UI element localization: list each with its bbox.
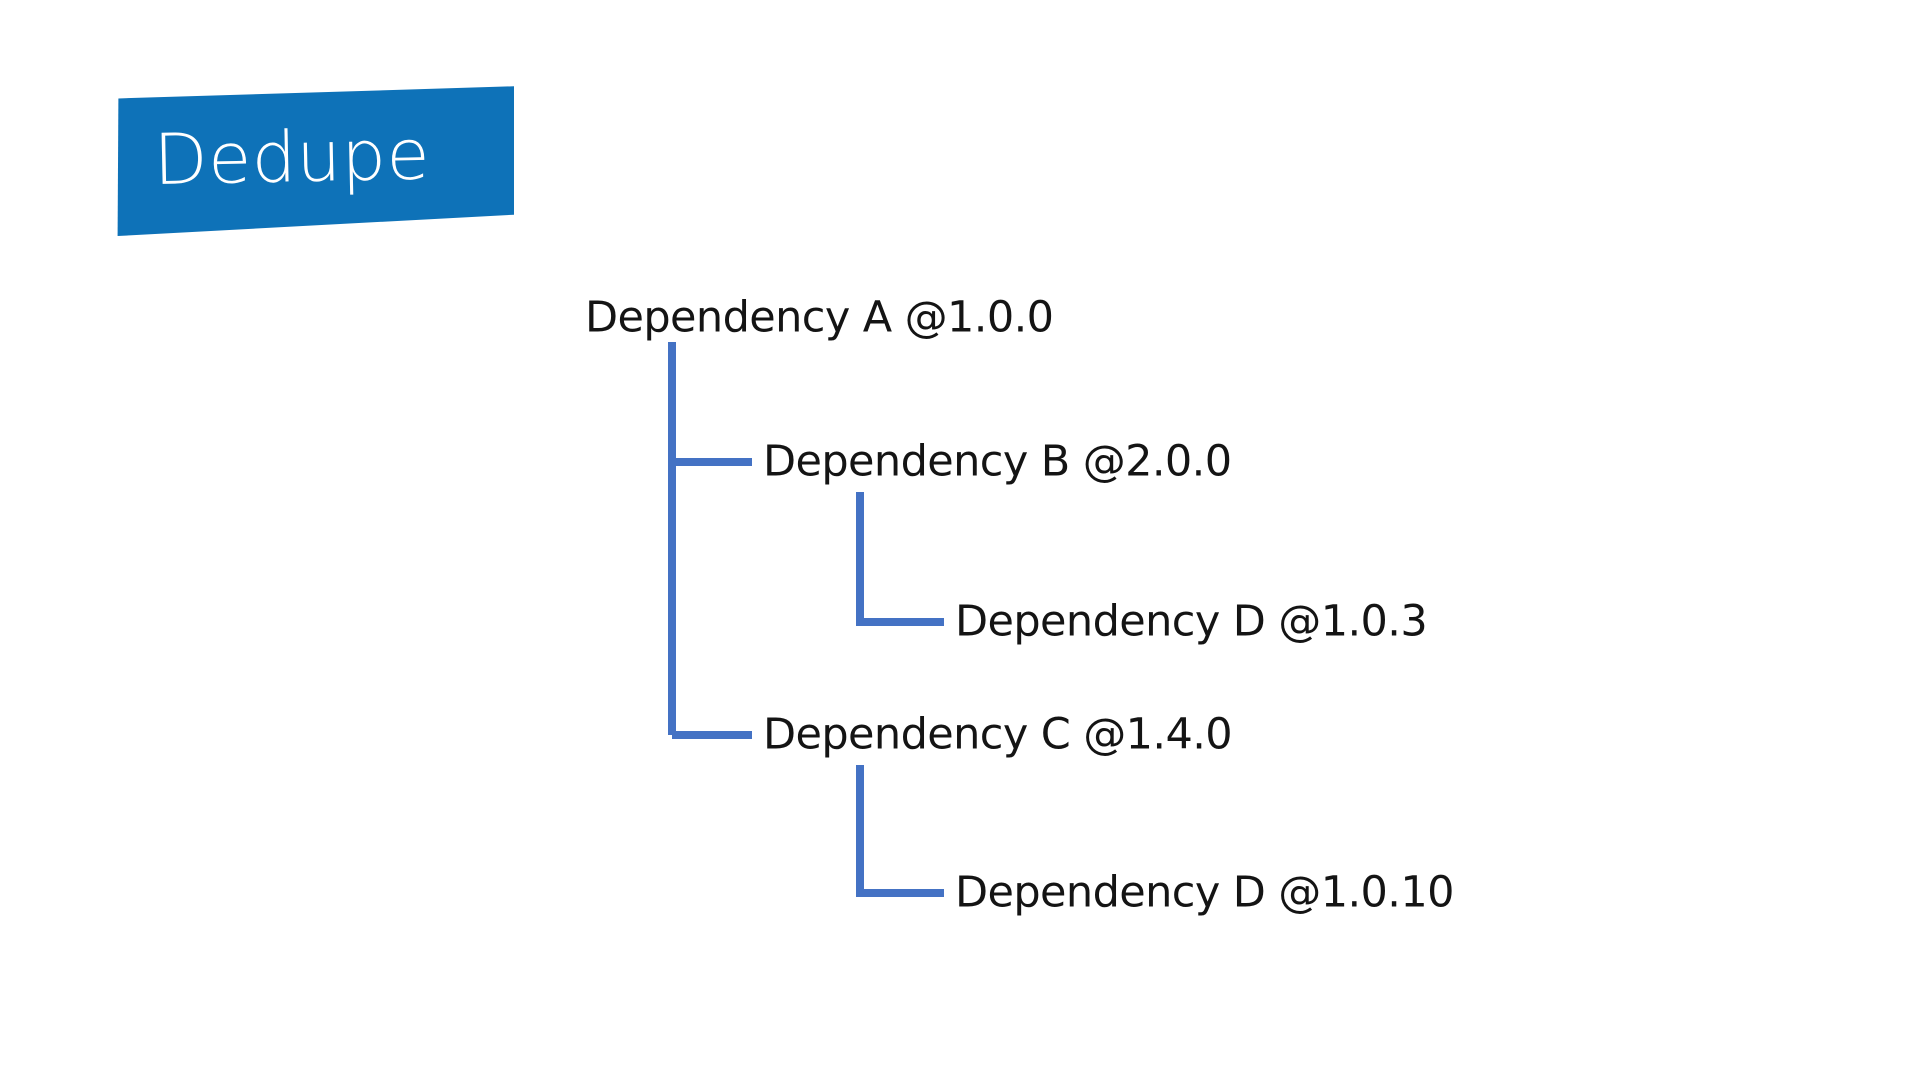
tree-node-dependency-d-1-0-10[interactable]: Dependency D @1.0.10 xyxy=(955,867,1454,918)
tree-node-dependency-d-1-0-3[interactable]: Dependency D @1.0.3 xyxy=(955,596,1428,647)
title-banner-shape xyxy=(117,86,514,236)
title-banner: Dedupe xyxy=(116,84,514,236)
edge-b-d xyxy=(856,492,944,626)
edge-c-d xyxy=(856,765,944,897)
tree-node-dependency-b[interactable]: Dependency B @2.0.0 xyxy=(763,436,1232,487)
tree-node-dependency-a[interactable]: Dependency A @1.0.0 xyxy=(585,292,1054,343)
tree-node-dependency-c[interactable]: Dependency C @1.4.0 xyxy=(763,709,1233,760)
